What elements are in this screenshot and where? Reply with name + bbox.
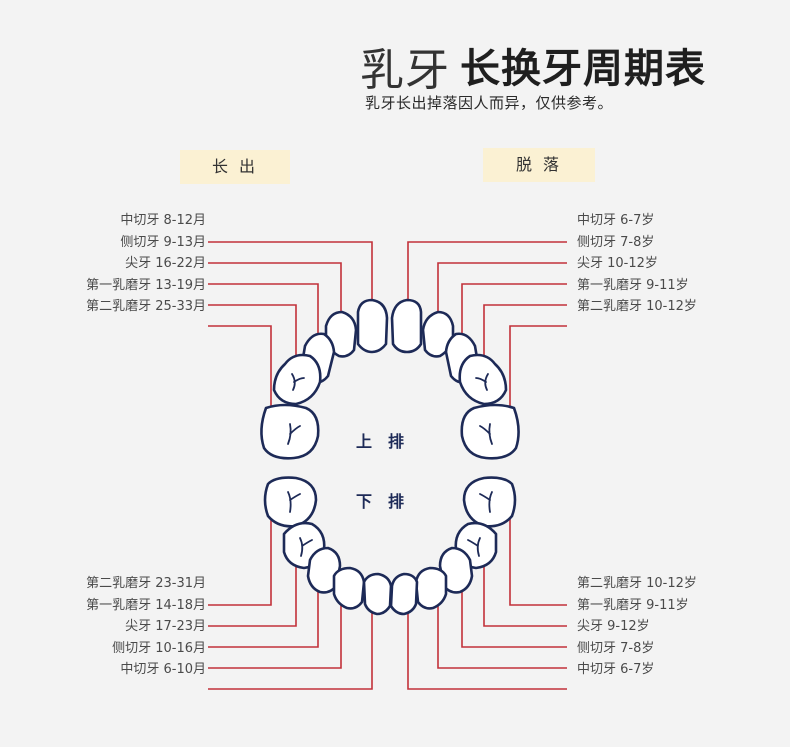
upper-right-central-incisor — [390, 298, 423, 354]
erupt-header: 长 出 — [180, 150, 290, 184]
lower-shed-lateral-incisor: 侧切牙 7-8岁 — [577, 641, 655, 656]
molar-crease-marks — [287, 373, 493, 557]
leader-lower-shed-lateral — [437, 600, 567, 669]
upper-left-central-incisor — [356, 298, 389, 354]
leader-lower-shed-central — [407, 610, 567, 690]
leader-lower-shed-molar1 — [483, 540, 567, 627]
lower-left-lateral-incisor — [332, 566, 366, 610]
upper-shed-canine: 尖牙 10-12岁 — [577, 256, 658, 271]
leader-lines — [208, 241, 567, 690]
lower-erupt-canine: 尖牙 17-23月 — [125, 619, 206, 634]
lower-erupt-second-molar: 第二乳磨牙 23-31月 — [86, 576, 206, 591]
upper-erupt-lateral-incisor: 侧切牙 9-13月 — [120, 235, 206, 250]
lower-erupt-first-molar: 第一乳磨牙 14-18月 — [86, 598, 206, 613]
lower-left-central-incisor — [362, 572, 393, 616]
lower-erupt-lateral-incisor: 侧切牙 10-16月 — [112, 641, 206, 656]
upper-erupt-second-molar: 第二乳磨牙 25-33月 — [86, 299, 206, 314]
leader-lower-erupt-canine — [208, 575, 319, 648]
leader-upper-shed-central — [407, 241, 567, 318]
leader-lower-shed-canine — [461, 575, 567, 648]
leader-upper-erupt-central — [208, 241, 373, 318]
leader-lower-erupt-central — [208, 610, 373, 690]
leader-lower-shed-molar2 — [509, 500, 567, 606]
lower-shed-first-molar: 第一乳磨牙 9-11岁 — [577, 598, 689, 613]
lower-shed-central-incisor: 中切牙 6-7岁 — [577, 662, 655, 677]
upper-shed-first-molar: 第一乳磨牙 9-11岁 — [577, 278, 689, 293]
leader-upper-shed-lateral — [437, 262, 567, 322]
upper-erupt-first-molar: 第一乳磨牙 13-19月 — [86, 278, 206, 293]
upper-shed-second-molar: 第二乳磨牙 10-12岁 — [577, 299, 697, 314]
lower-shed-second-molar: 第二乳磨牙 10-12岁 — [577, 576, 697, 591]
leader-lower-erupt-lateral — [208, 600, 342, 669]
leader-lower-erupt-molar1 — [208, 540, 297, 627]
lower-shed-canine: 尖牙 9-12岁 — [577, 619, 650, 634]
leader-upper-erupt-canine — [208, 283, 319, 354]
lower-right-canine — [438, 546, 474, 594]
title-light: 乳牙 — [360, 45, 450, 96]
upper-jaw-label: 上 排 — [356, 432, 405, 451]
leader-lower-erupt-molar2 — [208, 500, 272, 606]
title-bold: 长换牙周期表 — [460, 46, 706, 92]
upper-erupt-central-incisor: 中切牙 8-12月 — [120, 213, 206, 228]
upper-shed-lateral-incisor: 侧切牙 7-8岁 — [577, 235, 655, 250]
leader-upper-shed-molar2 — [509, 325, 567, 420]
lower-jaw-label: 下 排 — [356, 492, 405, 511]
upper-shed-central-incisor: 中切牙 6-7岁 — [577, 213, 655, 228]
leader-upper-erupt-molar2 — [208, 325, 272, 420]
lower-right-central-incisor — [389, 572, 419, 616]
leader-upper-shed-canine — [461, 283, 567, 354]
leader-upper-erupt-lateral — [208, 262, 342, 322]
subtitle: 乳牙长出掉落因人而异，仅供参考。 — [365, 94, 614, 112]
lower-erupt-central-incisor: 中切牙 6-10月 — [120, 662, 206, 677]
upper-erupt-canine: 尖牙 16-22月 — [125, 256, 206, 271]
lower-right-lateral-incisor — [414, 566, 448, 610]
shed-header: 脱 落 — [483, 148, 595, 182]
